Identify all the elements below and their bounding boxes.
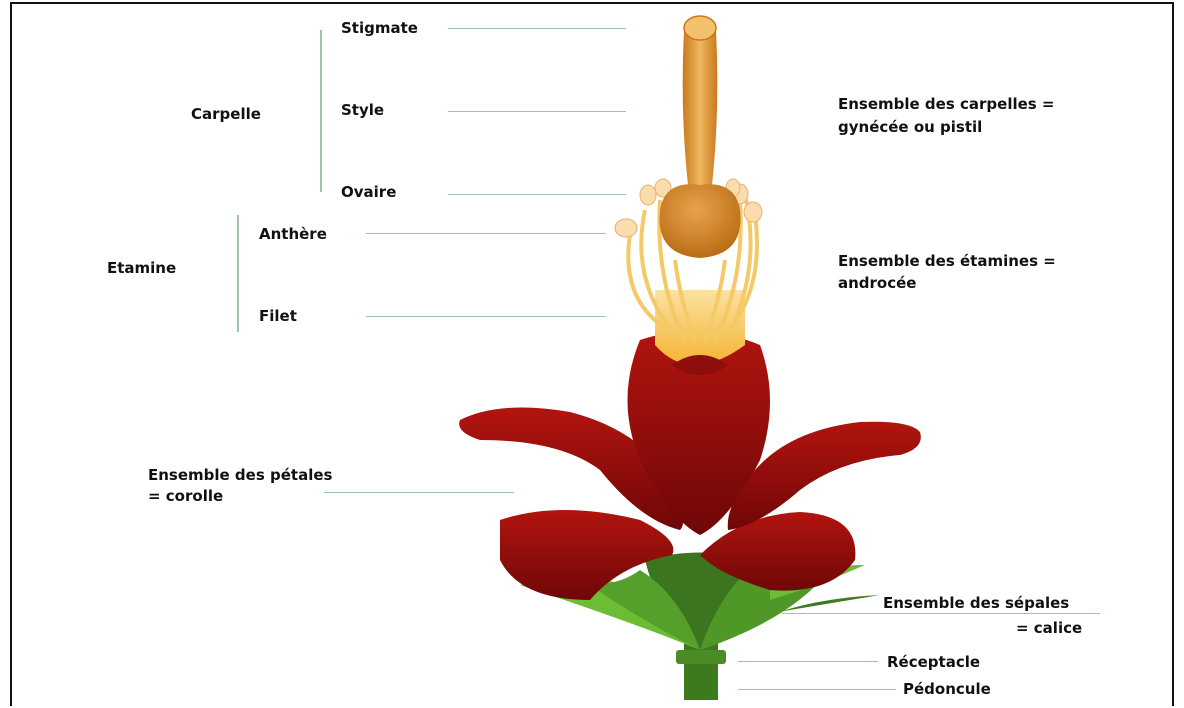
- stigmate-leader: [448, 28, 626, 29]
- filet-leader: [366, 316, 606, 317]
- anthere-label: Anthère: [259, 224, 327, 244]
- androcee-label-line1: Ensemble des étamines =: [838, 251, 1056, 271]
- pedoncule-leader: [738, 689, 896, 690]
- anthere-leader: [366, 233, 606, 234]
- calice-label-line1: Ensemble des sépales: [883, 593, 1069, 613]
- style-label: Style: [341, 100, 384, 120]
- receptacle-label: Réceptacle: [887, 652, 980, 672]
- gynecee-label-line1: Ensemble des carpelles =: [838, 94, 1055, 114]
- corolle-label-line1: Ensemble des pétales: [148, 465, 332, 485]
- filet-label: Filet: [259, 306, 297, 326]
- etamine-label: Etamine: [107, 258, 176, 278]
- carpelle-bracket: [320, 30, 322, 192]
- calice-label-line2: = calice: [1016, 618, 1082, 638]
- pedoncule-label: Pédoncule: [903, 679, 991, 699]
- carpelle-label: Carpelle: [191, 104, 261, 124]
- receptacle-leader: [738, 661, 878, 662]
- stigmate-label: Stigmate: [341, 18, 418, 38]
- ovaire-leader: [448, 194, 626, 195]
- etamine-bracket: [237, 215, 239, 332]
- calice-leader: [782, 613, 1100, 614]
- corolle-label-line2: = corolle: [148, 486, 223, 506]
- ovaire-label: Ovaire: [341, 182, 396, 202]
- corolle-leader: [324, 492, 514, 493]
- pistil: [660, 16, 741, 258]
- gynecee-label-line2: gynécée ou pistil: [838, 117, 982, 137]
- style-leader: [448, 111, 626, 112]
- androcee-label-line2: androcée: [838, 273, 916, 293]
